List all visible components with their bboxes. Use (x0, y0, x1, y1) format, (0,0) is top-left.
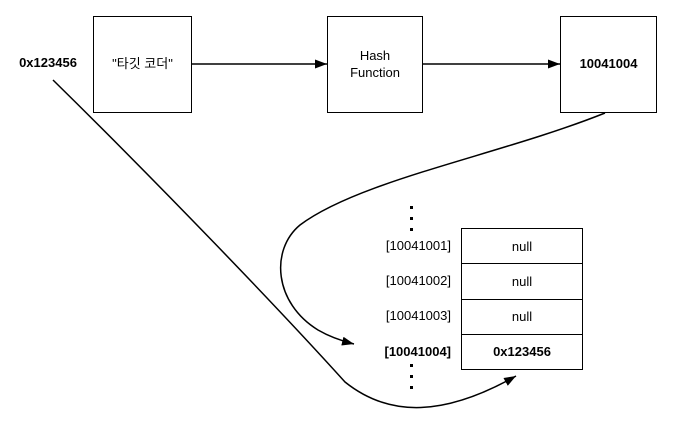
hash-output-box-label: 10041004 (579, 56, 638, 72)
source-box: "타깃 코더" (93, 16, 192, 113)
hash-function-box-label: Hash Function (350, 48, 400, 82)
bucket-index-label: [10041003] (385, 308, 451, 323)
ellipsis-top-icon (410, 206, 413, 231)
hash-function-box: Hash Function (327, 16, 423, 113)
hash-function-line2: Function (350, 64, 400, 80)
bucket-index-label: [10041001] (385, 238, 451, 253)
bucket-index-label-highlighted: [10041004] (384, 344, 452, 359)
bucket-cell: null (462, 264, 582, 300)
source-box-label: "타깃 코더" (112, 56, 173, 72)
bucket-cell: null (462, 300, 582, 335)
bucket-cell-highlighted: 0x123456 (493, 344, 551, 360)
bucket-table: null null null 0x123456 (461, 228, 583, 370)
bucket-cell: null (462, 229, 582, 265)
input-value-label: 0x123456 (19, 55, 77, 70)
hash-output-box: 10041004 (560, 16, 657, 113)
bucket-index-label: [10041002] (385, 273, 451, 288)
ellipsis-bottom-icon (410, 364, 413, 389)
hash-function-line1: Hash (359, 47, 391, 63)
